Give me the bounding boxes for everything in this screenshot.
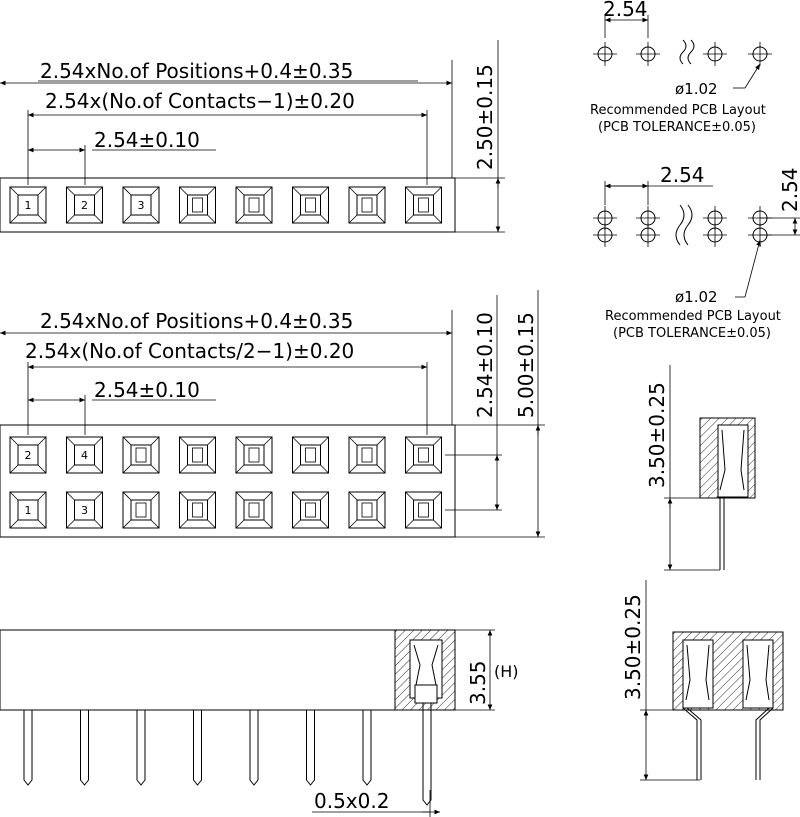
pcb-hole	[593, 223, 617, 247]
pcb-double-pitch-x-label: 2.54	[660, 163, 705, 187]
section-single-tail-label: 3.50±0.25	[645, 382, 669, 488]
contact-cavity: 2	[66, 186, 103, 224]
pcb-single-pitch-label: 2.54	[603, 0, 648, 21]
contact-cavity	[292, 186, 329, 224]
single-pitch-label: 2.54±0.10	[94, 128, 200, 152]
double-pitch-label: 2.54±0.10	[94, 378, 200, 402]
side-pin	[193, 710, 202, 786]
side-view: 3.55 (H) 0.5x0.2	[0, 629, 519, 817]
double-row-top-view: 2.54xNo.of Positions+0.4±0.35 2.54x(No.o…	[0, 290, 545, 538]
contact-cavity: 1	[9, 491, 47, 529]
pin-number-label: 1	[25, 199, 32, 212]
pcb-double-tolerance: (PCB TOLERANCE±0.05)	[613, 326, 771, 341]
section-single: 3.50±0.25	[645, 365, 756, 571]
pcb-layout-double: 2.54 2.54 ø1.02 Recommended PCB Layout (…	[593, 163, 800, 341]
contact-cavity	[292, 491, 329, 529]
pcb-single-hole-label: ø1.02	[675, 80, 718, 98]
contact-cavity	[179, 436, 216, 474]
pin-number-label: 4	[81, 449, 88, 462]
contact-cavity	[348, 436, 386, 474]
double-overall-length-label: 2.54xNo.of Positions+0.4±0.35	[40, 309, 353, 333]
pcb-hole	[748, 223, 772, 247]
side-height-label: 3.55	[466, 660, 490, 705]
single-height-label: 2.50±0.15	[473, 64, 497, 170]
contact-cavity	[405, 436, 442, 474]
contact-cavity: 2	[9, 436, 47, 474]
side-pin	[306, 710, 315, 786]
pcb-hole	[636, 42, 660, 66]
contact-cavity	[235, 436, 273, 474]
double-row-body	[0, 424, 456, 538]
double-height-label: 5.00±0.15	[514, 312, 538, 418]
pin-number-label: 1	[25, 504, 32, 517]
side-view-body	[0, 629, 456, 711]
contact-cavity	[179, 491, 216, 529]
contact-cavity: 3	[122, 186, 160, 224]
side-pin-size-label: 0.5x0.2	[314, 789, 389, 813]
pcb-layout-single: 2.54 ø1.02 Recommended PCB Layout (PCB T…	[590, 0, 772, 135]
section-double-tail-label: 3.50±0.25	[621, 594, 645, 700]
contact-cavity	[405, 186, 442, 224]
side-height-code: (H)	[494, 662, 519, 681]
double-row-contacts: 2 1 4 3	[9, 436, 442, 529]
side-view-pins	[23, 703, 432, 806]
pcb-hole	[593, 42, 617, 66]
contact-cavity	[405, 491, 442, 529]
contact-cavity	[292, 436, 329, 474]
contact-cavity	[122, 436, 160, 474]
contact-cavity	[235, 491, 273, 529]
single-contact-span-label: 2.54x(No.of Contacts−1)±0.20	[45, 89, 355, 113]
side-pin	[80, 710, 89, 786]
side-pin	[249, 710, 259, 786]
contact-cavity	[348, 491, 386, 529]
contact-cavity: 4	[66, 436, 103, 474]
contact-cavity	[235, 186, 273, 224]
single-row-body	[0, 177, 456, 233]
pcb-hole	[703, 223, 727, 247]
side-pin	[136, 710, 146, 786]
contact-cavity: 1	[9, 186, 47, 224]
section-double: 3.50±0.25	[621, 580, 784, 781]
pcb-double-hole-label: ø1.02	[675, 288, 718, 306]
pcb-hole	[636, 223, 660, 247]
pcb-single-title: Recommended PCB Layout	[590, 103, 766, 118]
single-row-contacts: 1 2 3	[9, 186, 442, 224]
pin-number-label: 3	[81, 504, 88, 517]
pcb-double-pitch-y-label: 2.54	[778, 167, 800, 212]
contact-cavity	[122, 491, 160, 529]
pcb-hole	[703, 42, 727, 66]
pin-number-label: 2	[25, 449, 32, 462]
side-pin-cutaway	[422, 703, 432, 806]
double-row-pitch-label: 2.54±0.10	[473, 312, 497, 418]
side-pin	[362, 710, 372, 786]
pin-number-label: 3	[138, 199, 145, 212]
single-overall-length-label: 2.54xNo.of Positions+0.4±0.35	[40, 59, 353, 83]
contact-cavity	[348, 186, 386, 224]
pcb-double-title: Recommended PCB Layout	[605, 309, 781, 324]
single-row-top-view: 2.54xNo.of Positions+0.4±0.35 2.54x(No.o…	[0, 40, 505, 233]
contact-cavity	[179, 186, 216, 224]
pcb-single-tolerance: (PCB TOLERANCE±0.05)	[598, 120, 756, 135]
side-pin	[23, 710, 33, 786]
double-contact-span-label: 2.54x(No.of Contacts/2−1)±0.20	[25, 339, 354, 363]
contact-cavity: 3	[66, 491, 103, 529]
pcb-hole	[748, 42, 772, 66]
pin-number-label: 2	[81, 199, 88, 212]
